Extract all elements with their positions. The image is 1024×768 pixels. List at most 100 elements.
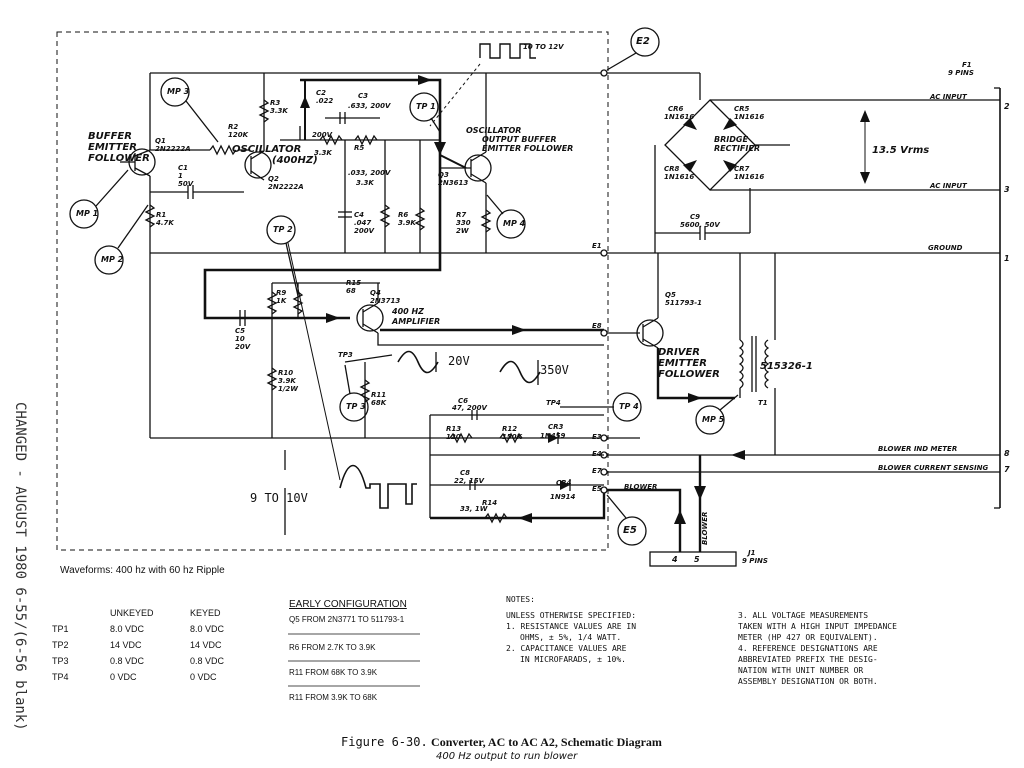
table-cell: TP2 <box>52 640 69 650</box>
notes-left-1: UNLESS OTHERWISE SPECIFIED: <box>506 611 637 620</box>
r6-label: R6 <box>398 211 409 219</box>
notes-right-7: ASSEMBLY DESIGNATION OR BOTH. <box>738 677 878 686</box>
tp3-label: TP 3 <box>346 402 366 411</box>
c8-value: 22, 15V <box>454 477 484 485</box>
waveforms-note: Waveforms: 400 hz with 60 hz Ripple <box>60 565 225 576</box>
notes-left-3: OHMS, ± 5%, 1/4 WATT. <box>520 633 622 642</box>
tp2-circle <box>266 215 296 245</box>
c6-value: 47, 200V <box>452 404 487 412</box>
notes-left-2: 1. RESISTANCE VALUES ARE IN <box>506 622 637 631</box>
tp4-label: TP 4 <box>619 402 639 411</box>
q3-part: 2N3613 <box>438 179 469 187</box>
tp1-circle <box>409 92 439 122</box>
table-header: KEYED <box>190 608 221 618</box>
r2-value: 120K <box>228 131 249 139</box>
terminal-e4: E4 <box>592 450 602 458</box>
blower-current-label: BLOWER CURRENT SENSING <box>878 464 989 472</box>
tp2-label: TP 2 <box>273 225 293 234</box>
r12-label: R12 <box>502 425 518 433</box>
oscillator-freq: (400HZ) <box>272 155 318 166</box>
board-outline <box>56 31 609 551</box>
osc-output-heading-3: EMITTER FOLLOWER <box>482 144 574 153</box>
r1-value: 4.7K <box>156 219 174 227</box>
j1-pin-5: 5 <box>694 555 700 564</box>
notes-left-4: 2. CAPACITANCE VALUES ARE <box>506 644 627 653</box>
cr3-label: CR3 <box>548 423 564 431</box>
waveform-20v <box>397 350 439 374</box>
e5-label: E5 <box>623 525 637 536</box>
p1-pins: 9 PINS <box>948 69 974 77</box>
waveform-350v <box>499 360 541 384</box>
notes-right-2: TAKEN WITH A HIGH INPUT IMPEDANCE <box>738 622 897 631</box>
r14-label: R14 <box>482 499 498 507</box>
osc-output-heading-2: OUTPUT BUFFER <box>482 135 557 144</box>
c4-value: .047 <box>354 219 372 227</box>
r10-value: 3.9K <box>278 377 296 385</box>
waveform-label-9-10v: 9 TO 10V <box>250 491 308 505</box>
r6-value: 3.9K <box>398 219 416 227</box>
mp3-circle <box>160 77 190 107</box>
mp4-label: MP 4 <box>503 219 526 228</box>
notes-right-3: METER (HP 427 OR EQUIVALENT). <box>738 633 878 642</box>
tp4-small: TP4 <box>546 399 561 407</box>
notes-title: NOTES: <box>506 595 535 604</box>
c1-label: C1 <box>178 164 189 172</box>
c5-voltage: 20V <box>235 343 251 351</box>
table-cell: 0 VDC <box>110 672 137 682</box>
q5-transistor <box>636 319 664 347</box>
early-config-line-4: R11 FROM 3.9K TO 68K <box>289 693 378 702</box>
r15-value: 68 <box>346 287 356 295</box>
cr6-value: 1N1616 <box>664 113 695 121</box>
table-row: TP2 14 VDC 14 VDC <box>52 638 270 654</box>
pin-3: 3 <box>1004 185 1010 194</box>
table-row: TP4 0 VDC 0 VDC <box>52 670 270 686</box>
testpoint-voltage-table: UNKEYED KEYED TP1 8.0 VDC 8.0 VDC TP2 14… <box>52 606 270 686</box>
mp1-circle <box>69 199 99 229</box>
r11-label: R11 <box>371 391 387 399</box>
table-header <box>52 606 110 622</box>
waveform-10-12v <box>479 43 536 59</box>
c6-label: C6 <box>458 397 469 405</box>
early-config-line-2: R6 FROM 2.7K TO 3.9K <box>289 643 376 652</box>
mp1-label: MP 1 <box>76 209 99 218</box>
q4-part: 2N3713 <box>370 297 401 305</box>
table-row: TP3 0.8 VDC 0.8 VDC <box>52 654 270 670</box>
ac-input-2-label: AC INPUT <box>930 182 967 190</box>
table-header-row: UNKEYED KEYED <box>52 606 270 622</box>
q4-label: Q4 <box>370 289 381 297</box>
q3-label: Q3 <box>438 171 449 179</box>
q2-part: 2N2222A <box>268 183 304 191</box>
c9-value: 5600, 50V <box>680 221 720 229</box>
notes-right-5: ABBREVIATED PREFIX THE DESIG- <box>738 655 878 664</box>
cr6-label: CR6 <box>668 105 684 113</box>
q5-part: 511793-1 <box>665 299 702 307</box>
blower-label-h: BLOWER <box>624 483 658 491</box>
osc-output-heading-1: OSCILLATOR <box>466 126 522 135</box>
driver-heading-1: DRIVER <box>658 347 700 358</box>
figure-caption: Figure 6-30. Converter, AC to AC A2, Sch… <box>341 736 662 748</box>
table-cell: 14 VDC <box>190 640 222 650</box>
notes-right-1: 3. ALL VOLTAGE MEASUREMENTS <box>738 611 869 620</box>
r9-label: R9 <box>276 289 287 297</box>
cr8-label: CR8 <box>664 165 680 173</box>
c9-label: C9 <box>690 213 701 221</box>
oscillator-heading: OSCILLATOR <box>232 144 302 155</box>
cr3-value: 1N459 <box>540 432 566 440</box>
c2-value: .022 <box>316 97 334 105</box>
c1-voltage: 50V <box>178 180 194 188</box>
amp-heading-2: AMPLIFIER <box>392 317 441 326</box>
table-cell: TP3 <box>52 656 69 666</box>
c5-label: C5 <box>235 327 246 335</box>
buffer-heading-1: BUFFER <box>88 131 132 142</box>
c4-voltage: 200V <box>354 227 375 235</box>
mp5-label: MP 5 <box>702 415 725 424</box>
c8-label: C8 <box>460 469 471 477</box>
c1-value: 1 <box>178 172 183 180</box>
r5-label: R5 <box>354 144 365 152</box>
driver-heading-2: EMITTER <box>658 358 707 369</box>
table-cell: 0 VDC <box>190 672 217 682</box>
r9-value: 1K <box>276 297 287 305</box>
j1-pins: 9 PINS <box>742 557 768 565</box>
terminal-e1: E1 <box>592 242 602 250</box>
